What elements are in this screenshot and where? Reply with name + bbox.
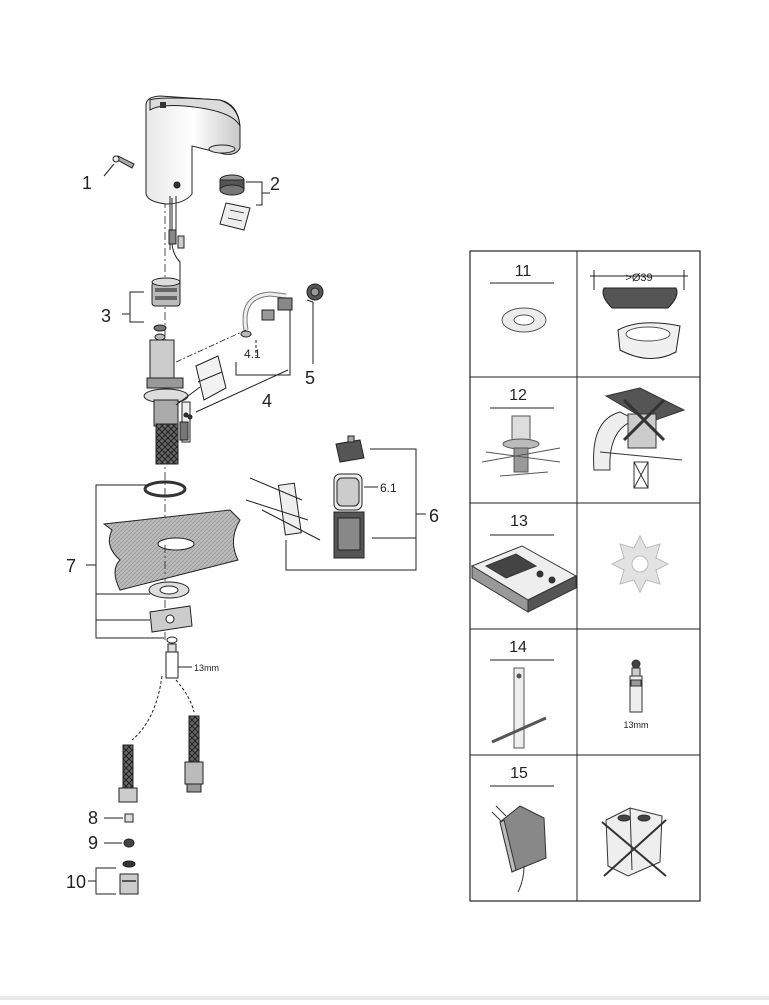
connection-elbow-part-4	[175, 291, 293, 420]
extension-stud-icon	[629, 659, 643, 713]
table-frame	[469, 250, 701, 902]
remote-control-icon	[470, 545, 578, 613]
solenoid-valve-part-3	[122, 277, 181, 341]
table-row-14: 14 13mm	[490, 639, 649, 749]
sensor-window-icon	[173, 181, 181, 189]
table-row-11: 11 >Ø39	[490, 263, 688, 359]
table-row-12: 12	[481, 387, 686, 489]
row-number-14: 14	[509, 639, 527, 656]
callout-7: 7	[66, 556, 76, 576]
faucet-exploded-view	[86, 95, 426, 895]
callout-6-1: 6.1	[380, 481, 397, 495]
threaded-stud	[165, 636, 192, 679]
accessory-table: 11 >Ø39 12	[469, 250, 701, 902]
wrench-size-label: 13mm	[194, 663, 219, 673]
callout-1: 1	[82, 173, 92, 193]
set-screw-part-1	[103, 155, 135, 177]
callout-4: 4	[262, 391, 272, 411]
socket-wrench-icon	[491, 667, 547, 749]
bottom-strip	[0, 996, 769, 1000]
faucet-body	[145, 95, 241, 250]
sensor-cable	[168, 198, 185, 290]
table-row-13: 13	[470, 513, 670, 613]
table-row-15: 15	[490, 765, 667, 893]
cap-part-5	[306, 283, 324, 364]
brand-logo-icon	[160, 102, 166, 108]
row-number-13: 13	[510, 513, 528, 530]
row-number-12: 12	[509, 387, 527, 404]
row-number-15: 15	[510, 765, 528, 782]
callout-2: 2	[270, 174, 280, 194]
battery-prohibited-icon	[601, 807, 667, 877]
installation-detail-icon	[593, 387, 686, 489]
supply-hoses	[118, 675, 204, 803]
fixing-set-icon	[481, 415, 561, 477]
callout-8: 8	[88, 808, 98, 828]
battery-box-part-6	[245, 435, 426, 571]
row-number-11: 11	[515, 263, 532, 280]
power-adapter-icon	[491, 805, 547, 893]
callout-5: 5	[305, 368, 315, 388]
callout-4-1: 4.1	[244, 347, 261, 361]
callout-10: 10	[66, 872, 86, 892]
callout-labels: 1 2 3 4 4.1 5 6 6.1 7 8 9 10 13mm	[66, 173, 439, 892]
min-diameter-label: >Ø39	[625, 272, 652, 284]
fittings-parts-8-10	[88, 813, 139, 895]
callout-3: 3	[101, 306, 111, 326]
row-14-wrench-size: 13mm	[623, 720, 648, 730]
mounting-assembly	[143, 339, 201, 465]
aerator-part-2	[219, 174, 270, 231]
mounting-kit-part-7	[86, 480, 241, 639]
callout-9: 9	[88, 833, 98, 853]
callout-6: 6	[429, 506, 439, 526]
